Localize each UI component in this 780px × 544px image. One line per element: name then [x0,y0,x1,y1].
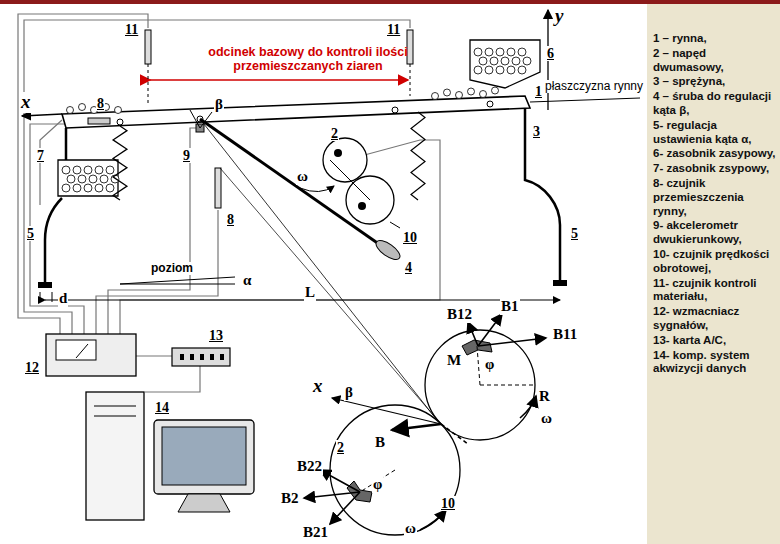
vector-label: B11 [552,326,578,343]
callout-number: 10 [402,230,418,245]
callout-number: 1 [534,84,543,99]
legend-item: 5- regulacja ustawienia kąta α, [653,119,777,147]
vector-label: B2 [280,490,300,507]
omega-symbol: ω [404,520,417,537]
vector-label: B1 [500,298,520,315]
vector-label: B12 [446,306,473,323]
callout-number: 10 [440,496,456,511]
callout-number: 11 [124,22,139,37]
callout-number: 13 [208,328,224,343]
callout-number: 12 [24,360,40,375]
callout-number: 11 [386,22,401,37]
callout-number: 3 [532,124,541,139]
vector-label: B22 [296,458,323,475]
axis-label: y [554,6,564,27]
radius-label: R [538,388,551,405]
callout-number: 4 [404,260,413,275]
legend-item: 1 – rynna, [653,32,777,46]
legend-item: 10- czujnik prędkości obrotowej, [653,248,777,276]
angle-symbol: β [214,96,224,113]
omega-symbol: ω [296,168,309,185]
legend-item: 9- akcelerometr dwukierunkowy, [653,219,777,247]
legend-item: 2 – napęd dwumasowy, [653,47,777,75]
legend-list: 1 – rynna,2 – napęd dwumasowy,3 – spręży… [653,32,777,377]
legend-item: 7- zasobnik zsypowy, [653,162,777,176]
angle-symbol: φ [372,476,383,493]
callout-number: 5 [26,226,35,241]
callout-number: 8 [226,212,235,227]
callout-number: 5 [570,226,579,241]
axis-label: x [20,92,32,113]
legend-item: 6- zasobnik zasypowy, [653,147,777,161]
callout-number: 2 [336,440,345,455]
level-label: poziom [150,262,194,275]
callout-number: 2 [330,126,339,141]
legend-item: 3 – sprężyna, [653,75,777,89]
callout-number: 14 [154,400,170,415]
plane-label: płaszczyzna rynny [544,80,644,93]
legend-item: 14- komp. system akwizycji danych [653,349,777,377]
vector-label: B [374,434,386,451]
angle-symbol: β [344,384,354,401]
legend-item: 11- czujnik kontroli materiału, [653,277,777,305]
vector-label: B21 [302,524,329,541]
omega-symbol: ω [540,410,553,427]
legend-item: 8- czujnik przemieszczenia rynny, [653,177,777,218]
angle-symbol: α [242,272,252,289]
legend-item: 12- wzmacniacz sygnałów, [653,305,777,333]
mass-label: M [446,352,462,369]
callout-number: 7 [36,148,45,163]
angle-symbol: φ [484,356,495,373]
callout-number: 6 [546,46,555,61]
base-section-label: odcinek bazowy do kontroli ilości przemi… [208,46,408,74]
dimension-label: d [58,290,68,307]
legend-item: 4 – śruba do regulacji kąta β, [653,90,777,118]
callout-number: 9 [182,148,191,163]
legend-item: 13- karta A/C, [653,334,777,348]
dimension-label: L [304,284,316,301]
callout-number: 8 [96,96,105,111]
axis-label: x [312,376,324,397]
